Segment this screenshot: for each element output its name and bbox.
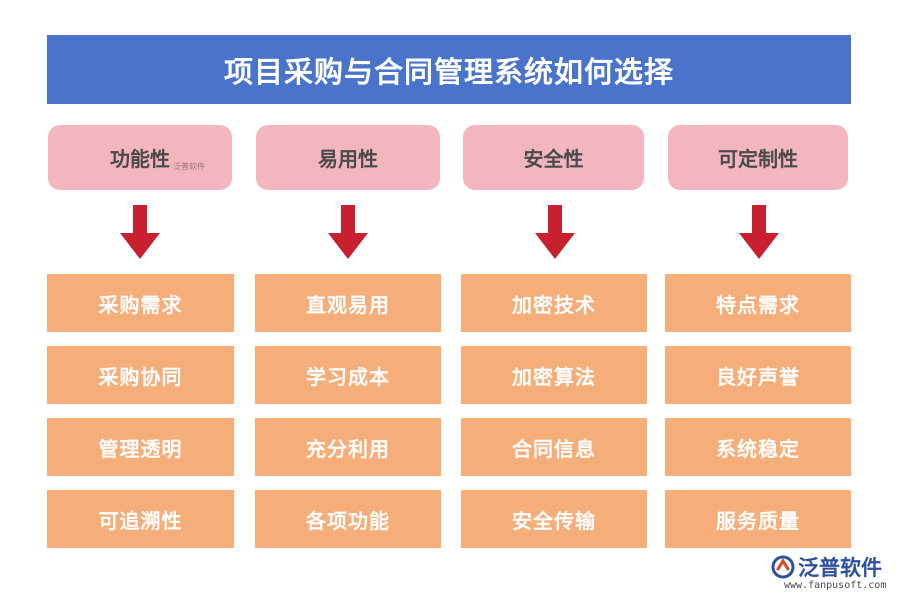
column-header-usability: 易用性 [256,125,440,190]
item-box: 可追溯性 [47,490,234,548]
item-box: 采购需求 [47,274,234,332]
brand-logo: 泛普软件 www.fanpusoft.com [770,552,895,594]
item-box: 合同信息 [461,418,647,476]
item-box: 加密技术 [461,274,647,332]
arrow-down-icon [535,205,575,260]
item-box: 服务质量 [665,490,851,548]
item-box: 安全传输 [461,490,647,548]
fanpu-logo-icon [771,555,795,579]
column-header-security: 安全性 [463,125,644,190]
arrow-down-icon [120,205,160,260]
item-box: 良好声誉 [665,346,851,404]
item-box: 直观易用 [255,274,441,332]
column-header-functionality: 功能性 泛普软件 [48,125,232,190]
watermark-logo: 泛普软件 [173,162,205,171]
item-box: 学习成本 [255,346,441,404]
column-header-label: 易用性 [318,147,378,171]
diagram-title: 项目采购与合同管理系统如何选择 [47,35,851,104]
item-box: 管理透明 [47,418,234,476]
item-box: 采购协同 [47,346,234,404]
item-box: 充分利用 [255,418,441,476]
column-header-label: 功能性 [110,147,170,171]
brand-name: 泛普软件 [798,556,882,580]
column-header-customizability: 可定制性 [668,125,848,190]
column-header-label: 安全性 [523,147,584,171]
item-box: 各项功能 [255,490,441,548]
item-box: 系统稳定 [665,418,851,476]
item-box: 加密算法 [461,346,647,404]
column-header-label: 可定制性 [718,147,798,171]
arrow-down-icon [739,205,779,260]
brand-url: www.fanpusoft.com [784,580,887,591]
arrow-down-icon [328,205,368,260]
item-box: 特点需求 [665,274,851,332]
